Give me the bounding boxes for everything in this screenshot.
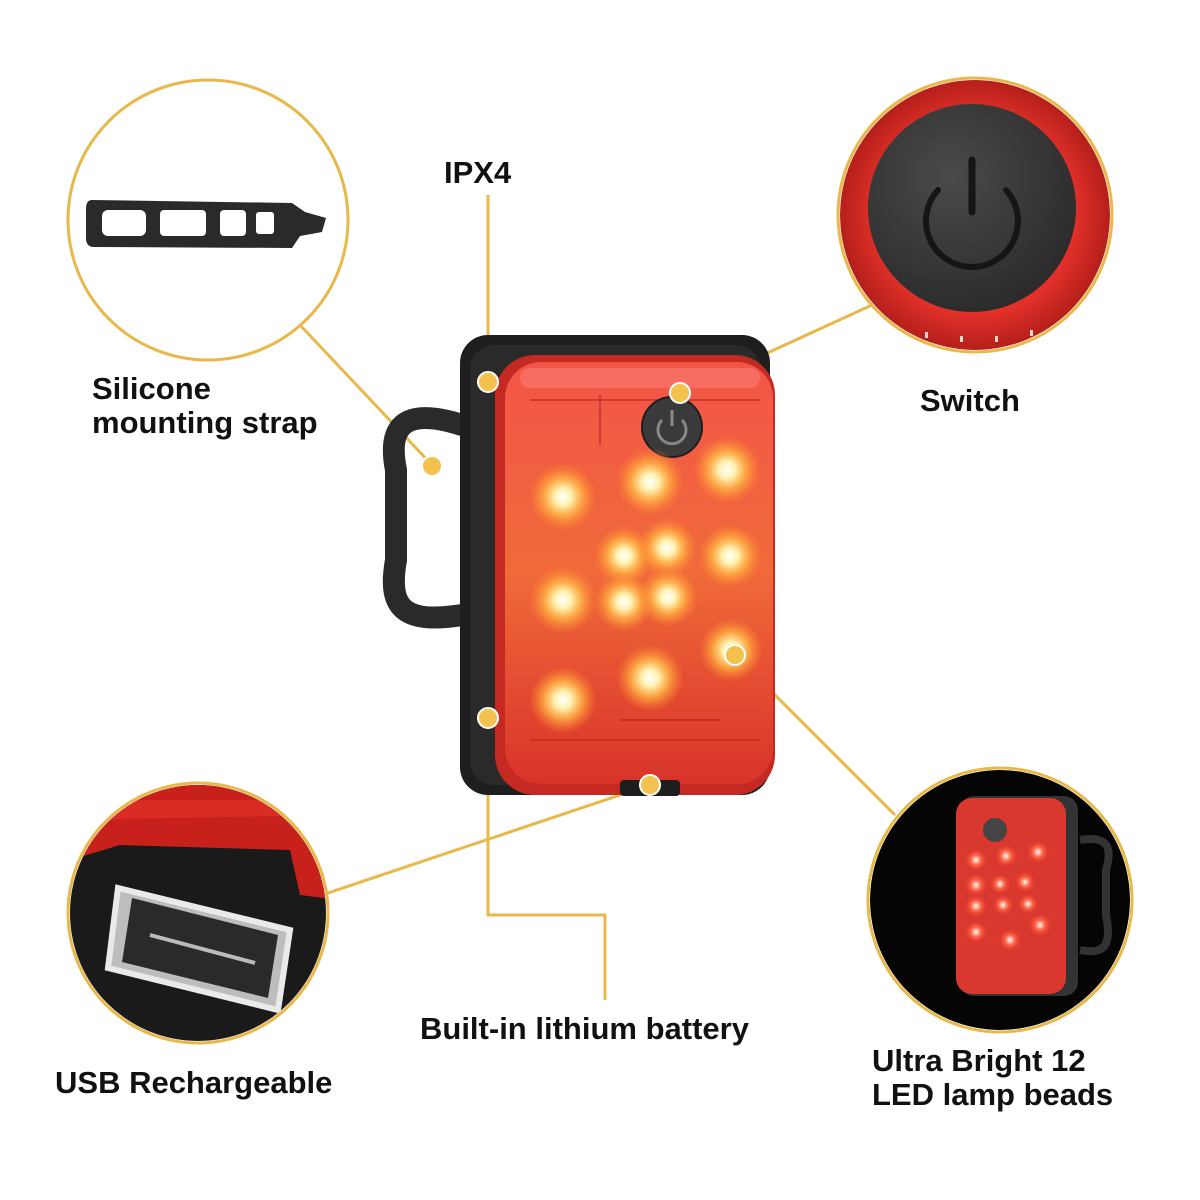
switch-label: Switch — [920, 383, 1020, 418]
led-beads — [529, 436, 763, 734]
battery-callout-line — [486, 718, 607, 1000]
strap-callout-line — [298, 323, 434, 467]
ipx4-label: IPX4 — [444, 155, 512, 190]
callout-dots — [421, 371, 746, 796]
beads-detail-circle — [866, 766, 1134, 1034]
power-icon — [656, 418, 688, 446]
strap-label: Silicone mounting strap — [92, 372, 318, 440]
usb-callout-line — [321, 783, 651, 897]
beads-label: Ultra Bright 12 LED lamp beads — [872, 1044, 1113, 1112]
switch-detail-circle — [836, 76, 1114, 354]
usb-label: USB Rechargeable — [55, 1065, 333, 1100]
battery-label: Built-in lithium battery — [420, 1011, 749, 1046]
taillight-product — [382, 335, 775, 796]
strap-detail-circle — [66, 78, 350, 362]
beads-label-line2: LED lamp beads — [872, 1077, 1114, 1112]
strap-label-line2: mounting strap — [92, 405, 318, 440]
usb-detail-circle — [66, 781, 330, 1045]
strap-label-line1: Silicone — [92, 371, 211, 406]
beads-label-line1: Ultra Bright 12 — [872, 1043, 1086, 1078]
